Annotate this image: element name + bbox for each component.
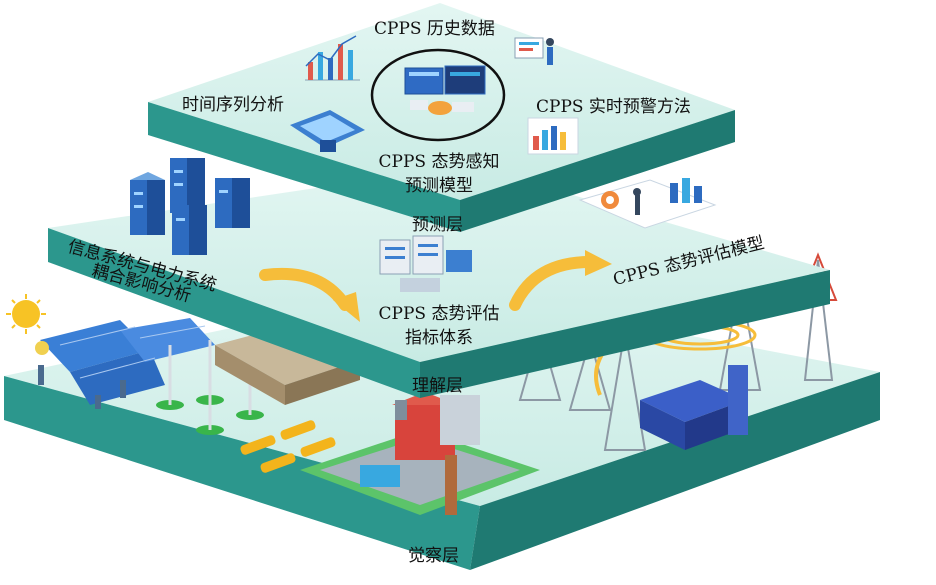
- layer-name-understanding: 理解层: [412, 376, 463, 396]
- server-racks-illustration: [130, 158, 250, 255]
- label-situation-model-line2: 预测模型: [405, 176, 473, 196]
- tanker-trucks-illustration: [240, 420, 336, 473]
- factory-illustration: [215, 325, 360, 405]
- network-equipment-illustration: [379, 235, 472, 292]
- flow-arrow-left: [259, 267, 360, 322]
- flow-arrow-right: [509, 250, 612, 311]
- realtime-warning-illustration: [527, 117, 579, 155]
- label-cpps-history-data: CPPS 历史数据: [374, 19, 495, 39]
- time-series-illustration: [290, 110, 365, 152]
- label-assessment-index-system: CPPS 态势评估 指标体系: [365, 302, 513, 350]
- label-cpps-realtime-warning: CPPS 实时预警方法: [536, 97, 691, 117]
- layer-name-perception: 觉察层: [408, 546, 459, 566]
- evaluation-dashboard-illustration: [578, 178, 717, 229]
- label-assessment-index-line1: CPPS 态势评估: [378, 304, 500, 324]
- label-situation-prediction-model: CPPS 态势感知 预测模型: [372, 150, 506, 198]
- power-plant-illustration: [300, 392, 540, 515]
- analyst-illustration: [514, 37, 554, 65]
- label-situation-model-line1: CPPS 态势感知: [378, 152, 500, 172]
- label-assessment-index-line2: 指标体系: [405, 328, 473, 348]
- layer-name-prediction: 预测层: [412, 215, 463, 235]
- solar-farm-illustration: [6, 294, 215, 409]
- label-time-series-analysis: 时间序列分析: [182, 95, 284, 115]
- situation-awareness-model-illustration: [370, 48, 506, 142]
- wind-turbines-illustration: [156, 340, 264, 435]
- bar-chart-illustration: [305, 35, 360, 81]
